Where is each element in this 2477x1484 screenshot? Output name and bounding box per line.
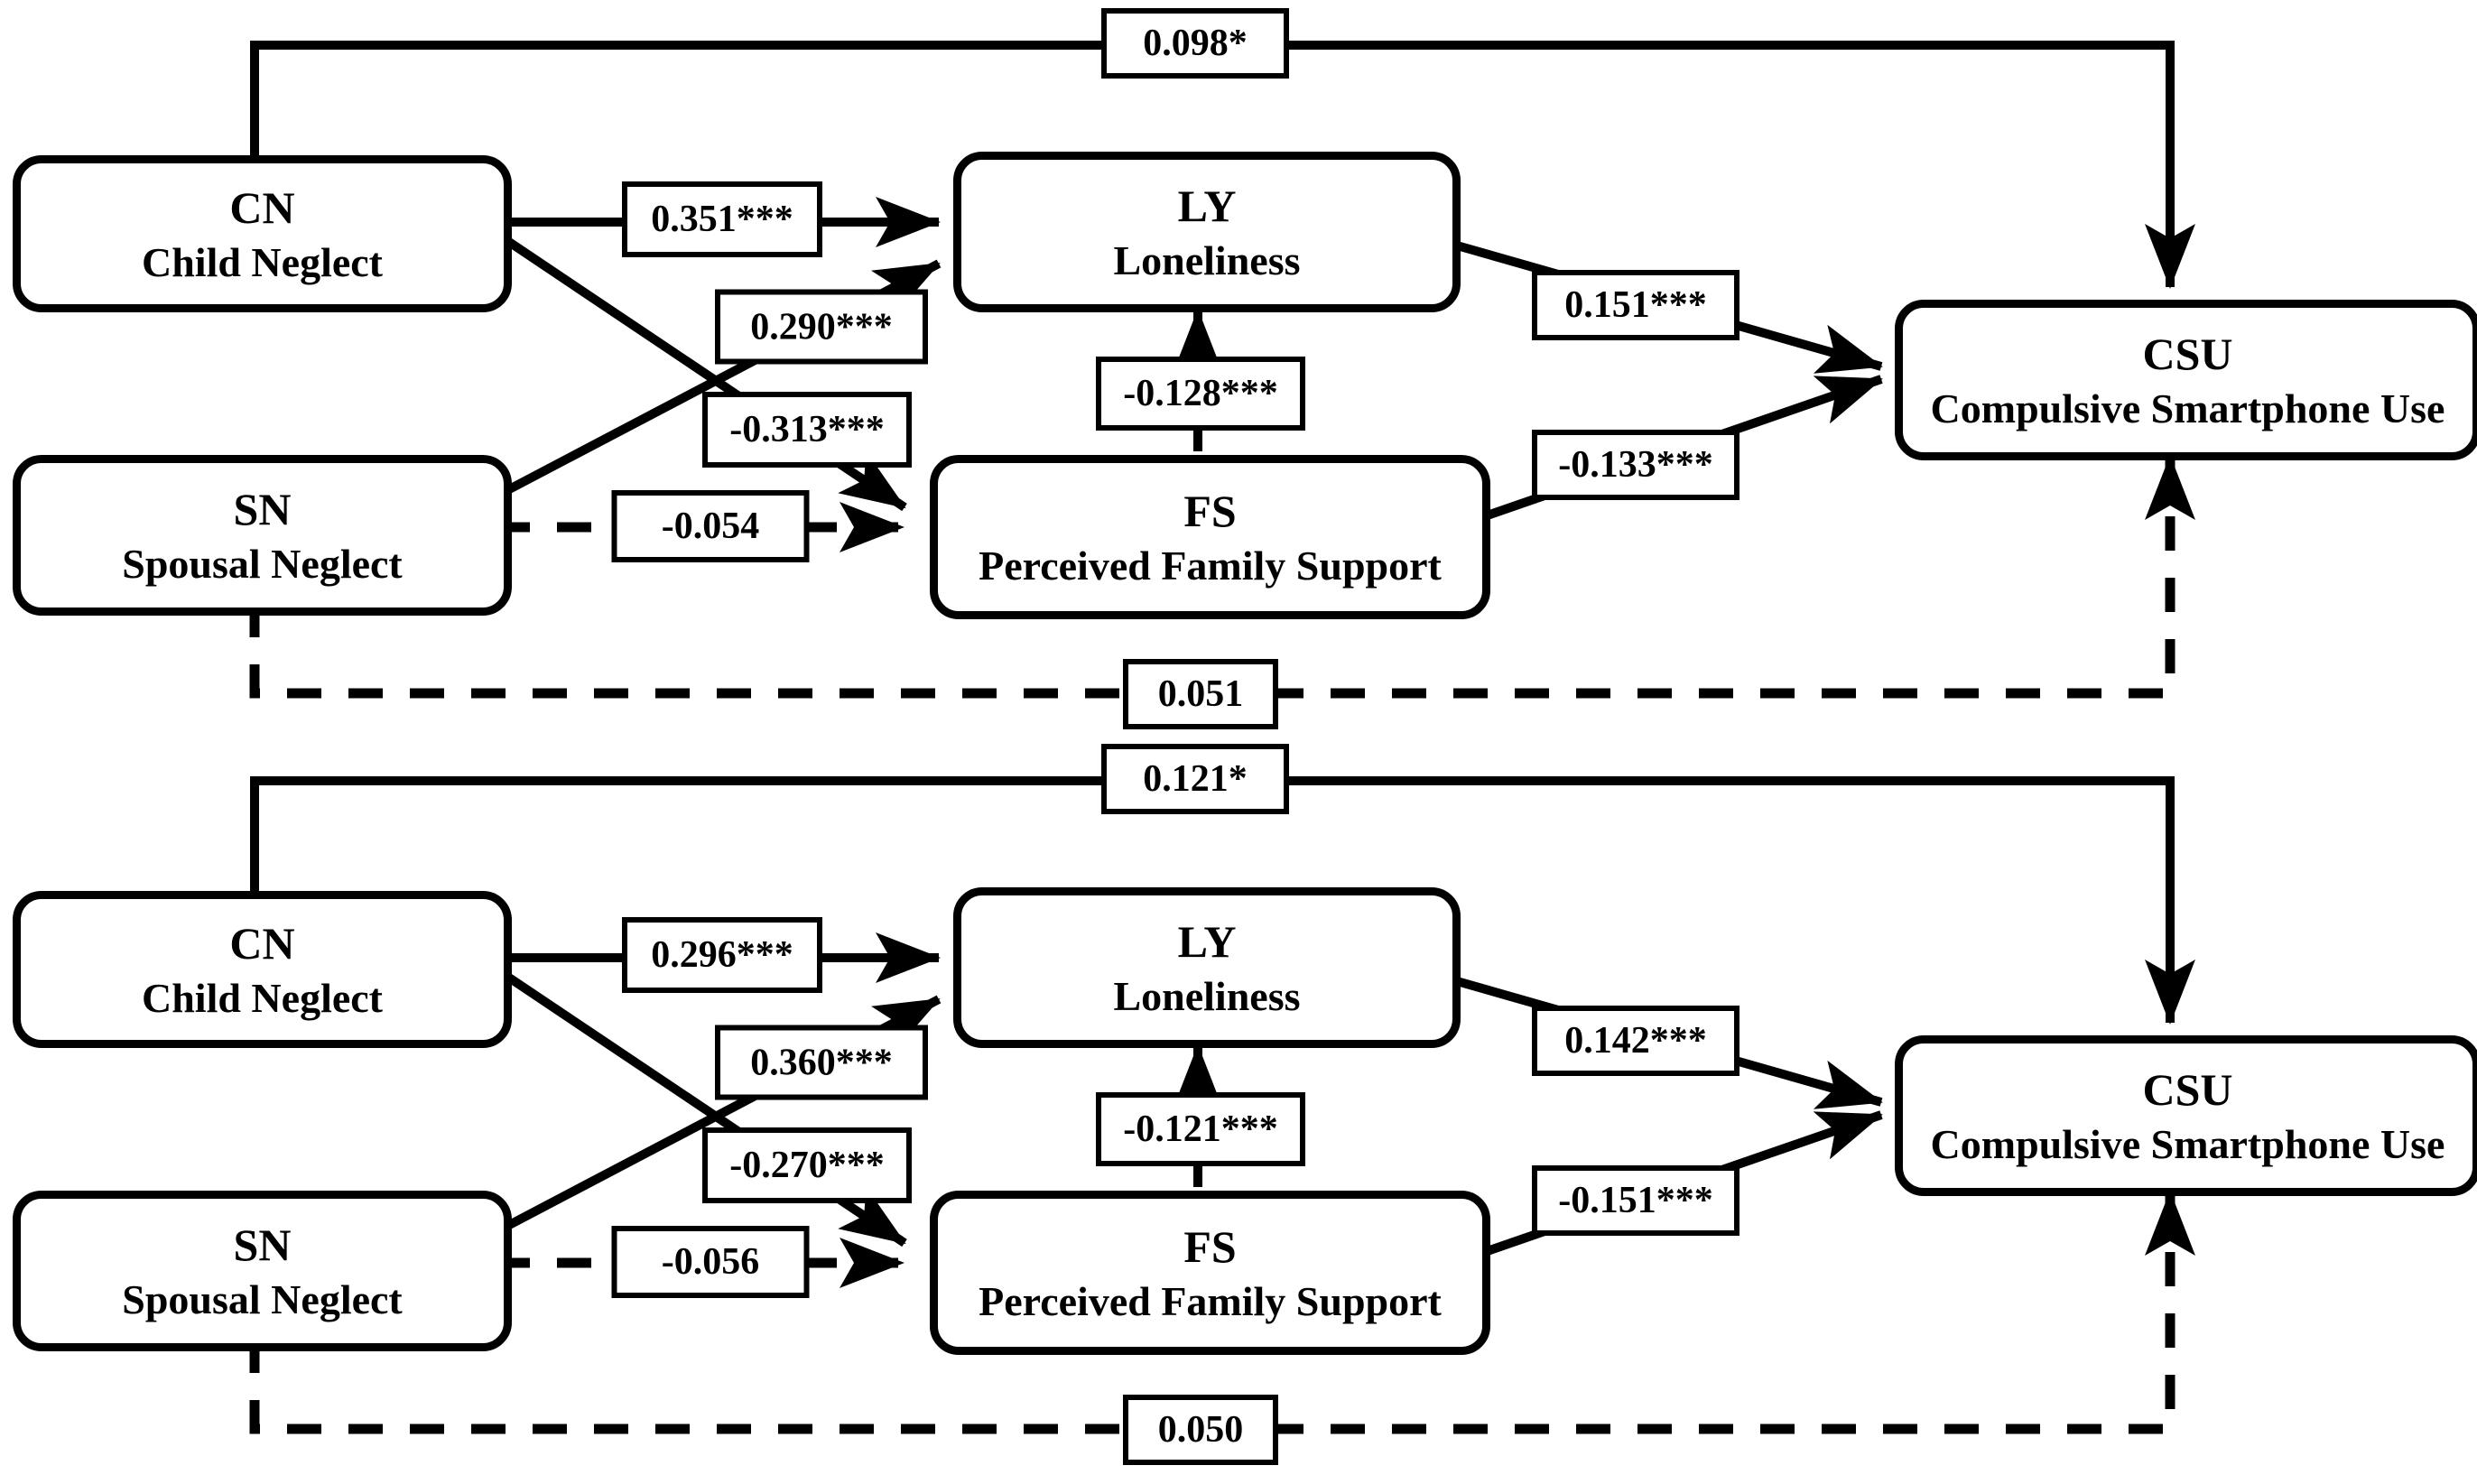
coef-cn-to-fs-model2: -0.270*** bbox=[702, 1127, 912, 1203]
node-spousal-neglect-model2: SN Spousal Neglect bbox=[13, 1191, 512, 1351]
node-label: Loneliness bbox=[1113, 237, 1301, 283]
node-abbr: SN bbox=[233, 1220, 292, 1270]
coef-cn-to-csu-direct-model1: 0.098* bbox=[1101, 8, 1289, 79]
coef-cn-to-csu-direct-model2: 0.121* bbox=[1101, 744, 1289, 814]
coef-sn-to-ly-model1: 0.290*** bbox=[715, 289, 928, 365]
coef-fs-to-ly-model2: -0.121*** bbox=[1096, 1092, 1305, 1166]
coef-sn-to-fs-model1: -0.054 bbox=[611, 490, 810, 562]
coef-cn-to-ly-model1: 0.351*** bbox=[622, 181, 822, 257]
node-label: Perceived Family Support bbox=[979, 1277, 1442, 1324]
node-label: Loneliness bbox=[1113, 972, 1301, 1019]
coef-fs-to-ly-model1: -0.128*** bbox=[1096, 357, 1305, 431]
node-abbr: FS bbox=[1183, 486, 1237, 536]
node-loneliness-model2: LY Loneliness bbox=[953, 887, 1461, 1048]
node-label: Compulsive Smartphone Use bbox=[1930, 385, 2445, 431]
coef-fs-to-csu-model1: -0.133*** bbox=[1532, 430, 1739, 500]
coef-ly-to-csu-model1: 0.151*** bbox=[1532, 270, 1739, 340]
node-abbr: CSU bbox=[2142, 1064, 2233, 1115]
node-label: Spousal Neglect bbox=[122, 1275, 403, 1322]
node-abbr: LY bbox=[1177, 181, 1237, 231]
node-label: Perceived Family Support bbox=[979, 542, 1442, 589]
coef-sn-to-fs-model2: -0.056 bbox=[611, 1226, 810, 1298]
node-loneliness-model1: LY Loneliness bbox=[953, 152, 1461, 312]
node-label: Child Neglect bbox=[141, 974, 383, 1021]
node-label: Compulsive Smartphone Use bbox=[1930, 1120, 2445, 1167]
coef-cn-to-fs-model1: -0.313*** bbox=[702, 392, 912, 468]
coef-ly-to-csu-model2: 0.142*** bbox=[1532, 1006, 1739, 1076]
node-compulsive-smartphone-use-model1: CSU Compulsive Smartphone Use bbox=[1895, 300, 2477, 460]
coef-sn-to-csu-direct-model2: 0.050 bbox=[1123, 1395, 1278, 1465]
coef-sn-to-csu-direct-model1: 0.051 bbox=[1123, 659, 1278, 729]
node-abbr: CN bbox=[229, 918, 295, 969]
node-label: Spousal Neglect bbox=[122, 540, 403, 587]
node-family-support-model1: FS Perceived Family Support bbox=[930, 455, 1490, 619]
coef-sn-to-ly-model2: 0.360*** bbox=[715, 1025, 928, 1100]
node-label: Child Neglect bbox=[141, 238, 383, 285]
node-child-neglect-model2: CN Child Neglect bbox=[13, 891, 512, 1048]
node-abbr: FS bbox=[1183, 1221, 1237, 1272]
coef-cn-to-ly-model2: 0.296*** bbox=[622, 917, 822, 993]
node-abbr: SN bbox=[233, 484, 292, 534]
coef-fs-to-csu-model2: -0.151*** bbox=[1532, 1165, 1739, 1236]
node-spousal-neglect-model1: SN Spousal Neglect bbox=[13, 455, 512, 616]
node-abbr: LY bbox=[1177, 916, 1237, 967]
node-compulsive-smartphone-use-model2: CSU Compulsive Smartphone Use bbox=[1895, 1035, 2477, 1196]
node-abbr: CSU bbox=[2142, 329, 2233, 379]
node-family-support-model2: FS Perceived Family Support bbox=[930, 1191, 1490, 1355]
node-abbr: CN bbox=[229, 182, 295, 233]
node-child-neglect-model1: CN Child Neglect bbox=[13, 155, 512, 312]
